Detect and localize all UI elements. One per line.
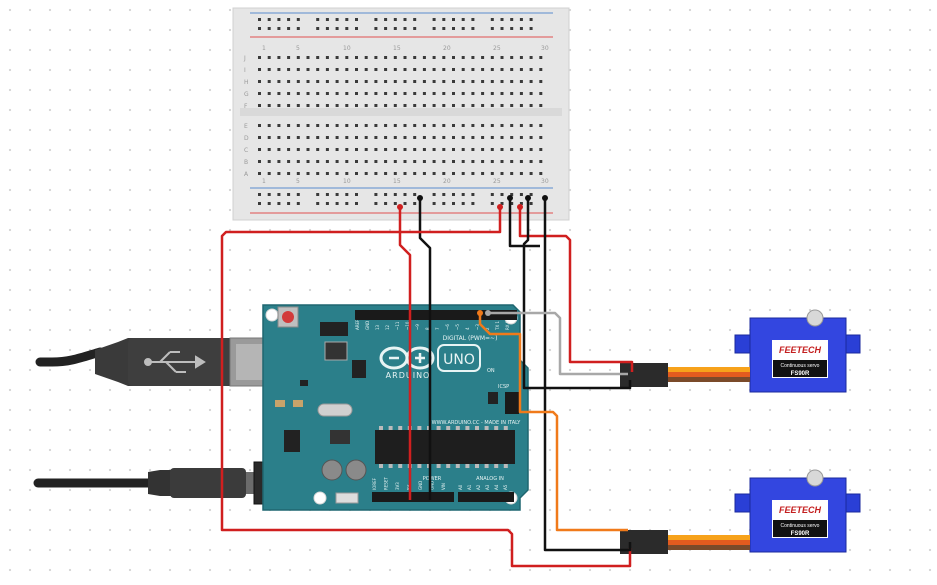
servo-2-brand: FEETECH [779,505,822,515]
pin-label: A4 [494,484,499,490]
bb-col-1-bottom: 1 [262,178,266,185]
wire-5v-to-breadboard [398,207,412,500]
bb-row-j: J [243,55,246,62]
bb-col-25-bottom: 25 [493,178,501,185]
digital-pin-labels: AREF GND 13 12 ~11 ~10 ~9 8 7 ~6 ~5 4 ~3 2 TX 1 RX 0 [355,319,510,331]
digital-pwm-label: DIGITAL (PWM=~) [443,335,498,342]
servo-2-model: FS90R [791,531,810,537]
breadboard: 1 5 10 15 20 25 30 1 5 10 15 20 25 30 J … [232,7,570,221]
analog-header-label: ANALOG IN [476,476,504,482]
icsp-label: ICSP [498,384,509,390]
bb-col-20-bottom: 20 [443,178,451,185]
pin-label: GND [365,321,370,330]
pin-label: 13 [375,324,380,330]
bb-col-25: 25 [493,45,501,52]
servo-1-subtitle: Continuous servo [781,363,820,369]
pin-label: ~3 [475,324,480,330]
servo-motor-icon: FEETECH Continuous servo FS90R FEETECH C… [620,309,861,554]
servo-1-brand: FEETECH [779,345,822,355]
pin-label: 2 [485,327,490,330]
servo-1: FEETECH Continuous servo FS90R [620,309,861,393]
pin-label: 8 [425,327,430,330]
breadboard-holes [258,18,543,205]
pin-label: TX 1 [495,321,500,331]
wires [220,195,634,568]
board-model-label: UNO [443,352,475,368]
wire-orange-signal-servo-2 [478,313,628,532]
usb-symbol-icon [144,351,206,373]
pin-label: GND [418,481,423,490]
bb-col-5-bottom: 5 [296,178,300,185]
pin-label: RESET [384,477,389,490]
pin-label: AREF [355,319,360,330]
pin-label: IOREF [372,477,377,490]
bb-row-e: E [244,123,248,130]
pin-label: A3 [485,484,490,490]
pin-label: ~6 [445,324,450,330]
board-brand-label: ARDUINO [386,371,431,380]
pin-label: RX 0 [505,320,510,330]
pin-label: ~10 [405,321,410,330]
power-header-label: POWER [423,476,442,482]
bb-row-g: G [244,91,249,98]
on-led-label: ON [487,368,495,374]
servo-1-model: FS90R [791,371,810,377]
power-jack-cable-icon [33,461,295,505]
arduino-uno-board: UNO ARDUINO DIGITAL (PWM=~) ON ICSP WWW.… [262,304,529,511]
pin-label: A1 [467,484,472,490]
bb-col-20: 20 [443,45,451,52]
pin-label: ~5 [455,324,460,330]
pin-label: A0 [458,484,463,490]
bb-col-1: 1 [262,45,266,52]
bb-col-15: 15 [393,45,401,52]
bb-col-10-bottom: 10 [343,178,351,185]
usb-cable-icon [35,337,271,387]
bb-row-b: B [244,159,248,166]
servo-2: FEETECH Continuous servo FS90R [620,469,861,554]
pin-label: A5 [503,484,508,490]
wire-red-servo-1 [518,207,634,372]
pin-label: 4 [465,327,470,330]
wire-black-servo-1 [522,198,632,390]
servo-2-subtitle: Continuous servo [781,523,820,529]
pin-label: 12 [385,324,390,330]
analog-pin-labels: A0 A1 A2 A3 A4 A5 [458,484,508,490]
bb-col-10: 10 [343,45,351,52]
arduino-logo-icon [379,346,435,370]
bb-row-i: I [244,67,246,74]
bb-col-30: 30 [541,45,549,52]
wire-red-loop [220,207,632,568]
pin-label: ~9 [415,324,420,330]
wire-gnd-to-breadboard [418,198,432,500]
bb-row-c: C [244,147,248,154]
breadboard-row-letters: J I H G F E D C B A [243,55,249,178]
wire-black-breadboard-rail [508,198,540,248]
wire-black-servo-2 [543,198,632,552]
pin-label: VIN [441,483,446,490]
bb-row-d: D [244,135,249,142]
bb-row-a: A [244,171,249,178]
bb-row-h: H [244,79,249,86]
breadboard-column-numbers-bottom: 1 5 10 15 20 25 30 [262,178,549,185]
wire-gray-signal-servo-1 [488,311,628,376]
bb-col-30-bottom: 30 [541,178,549,185]
pin-label: GND [430,481,435,490]
bb-col-15-bottom: 15 [393,178,401,185]
pin-label: 3V3 [395,482,400,490]
pin-label: A2 [476,484,481,490]
website-label: WWW.ARDUINO.CC - MADE IN ITALY [432,420,522,426]
breadboard-column-numbers-top: 1 5 10 15 20 25 30 [262,45,549,52]
bb-row-f: F [244,103,248,110]
pin-label: ~11 [395,321,400,330]
bb-col-5: 5 [296,45,300,52]
pin-label: 7 [435,327,440,330]
